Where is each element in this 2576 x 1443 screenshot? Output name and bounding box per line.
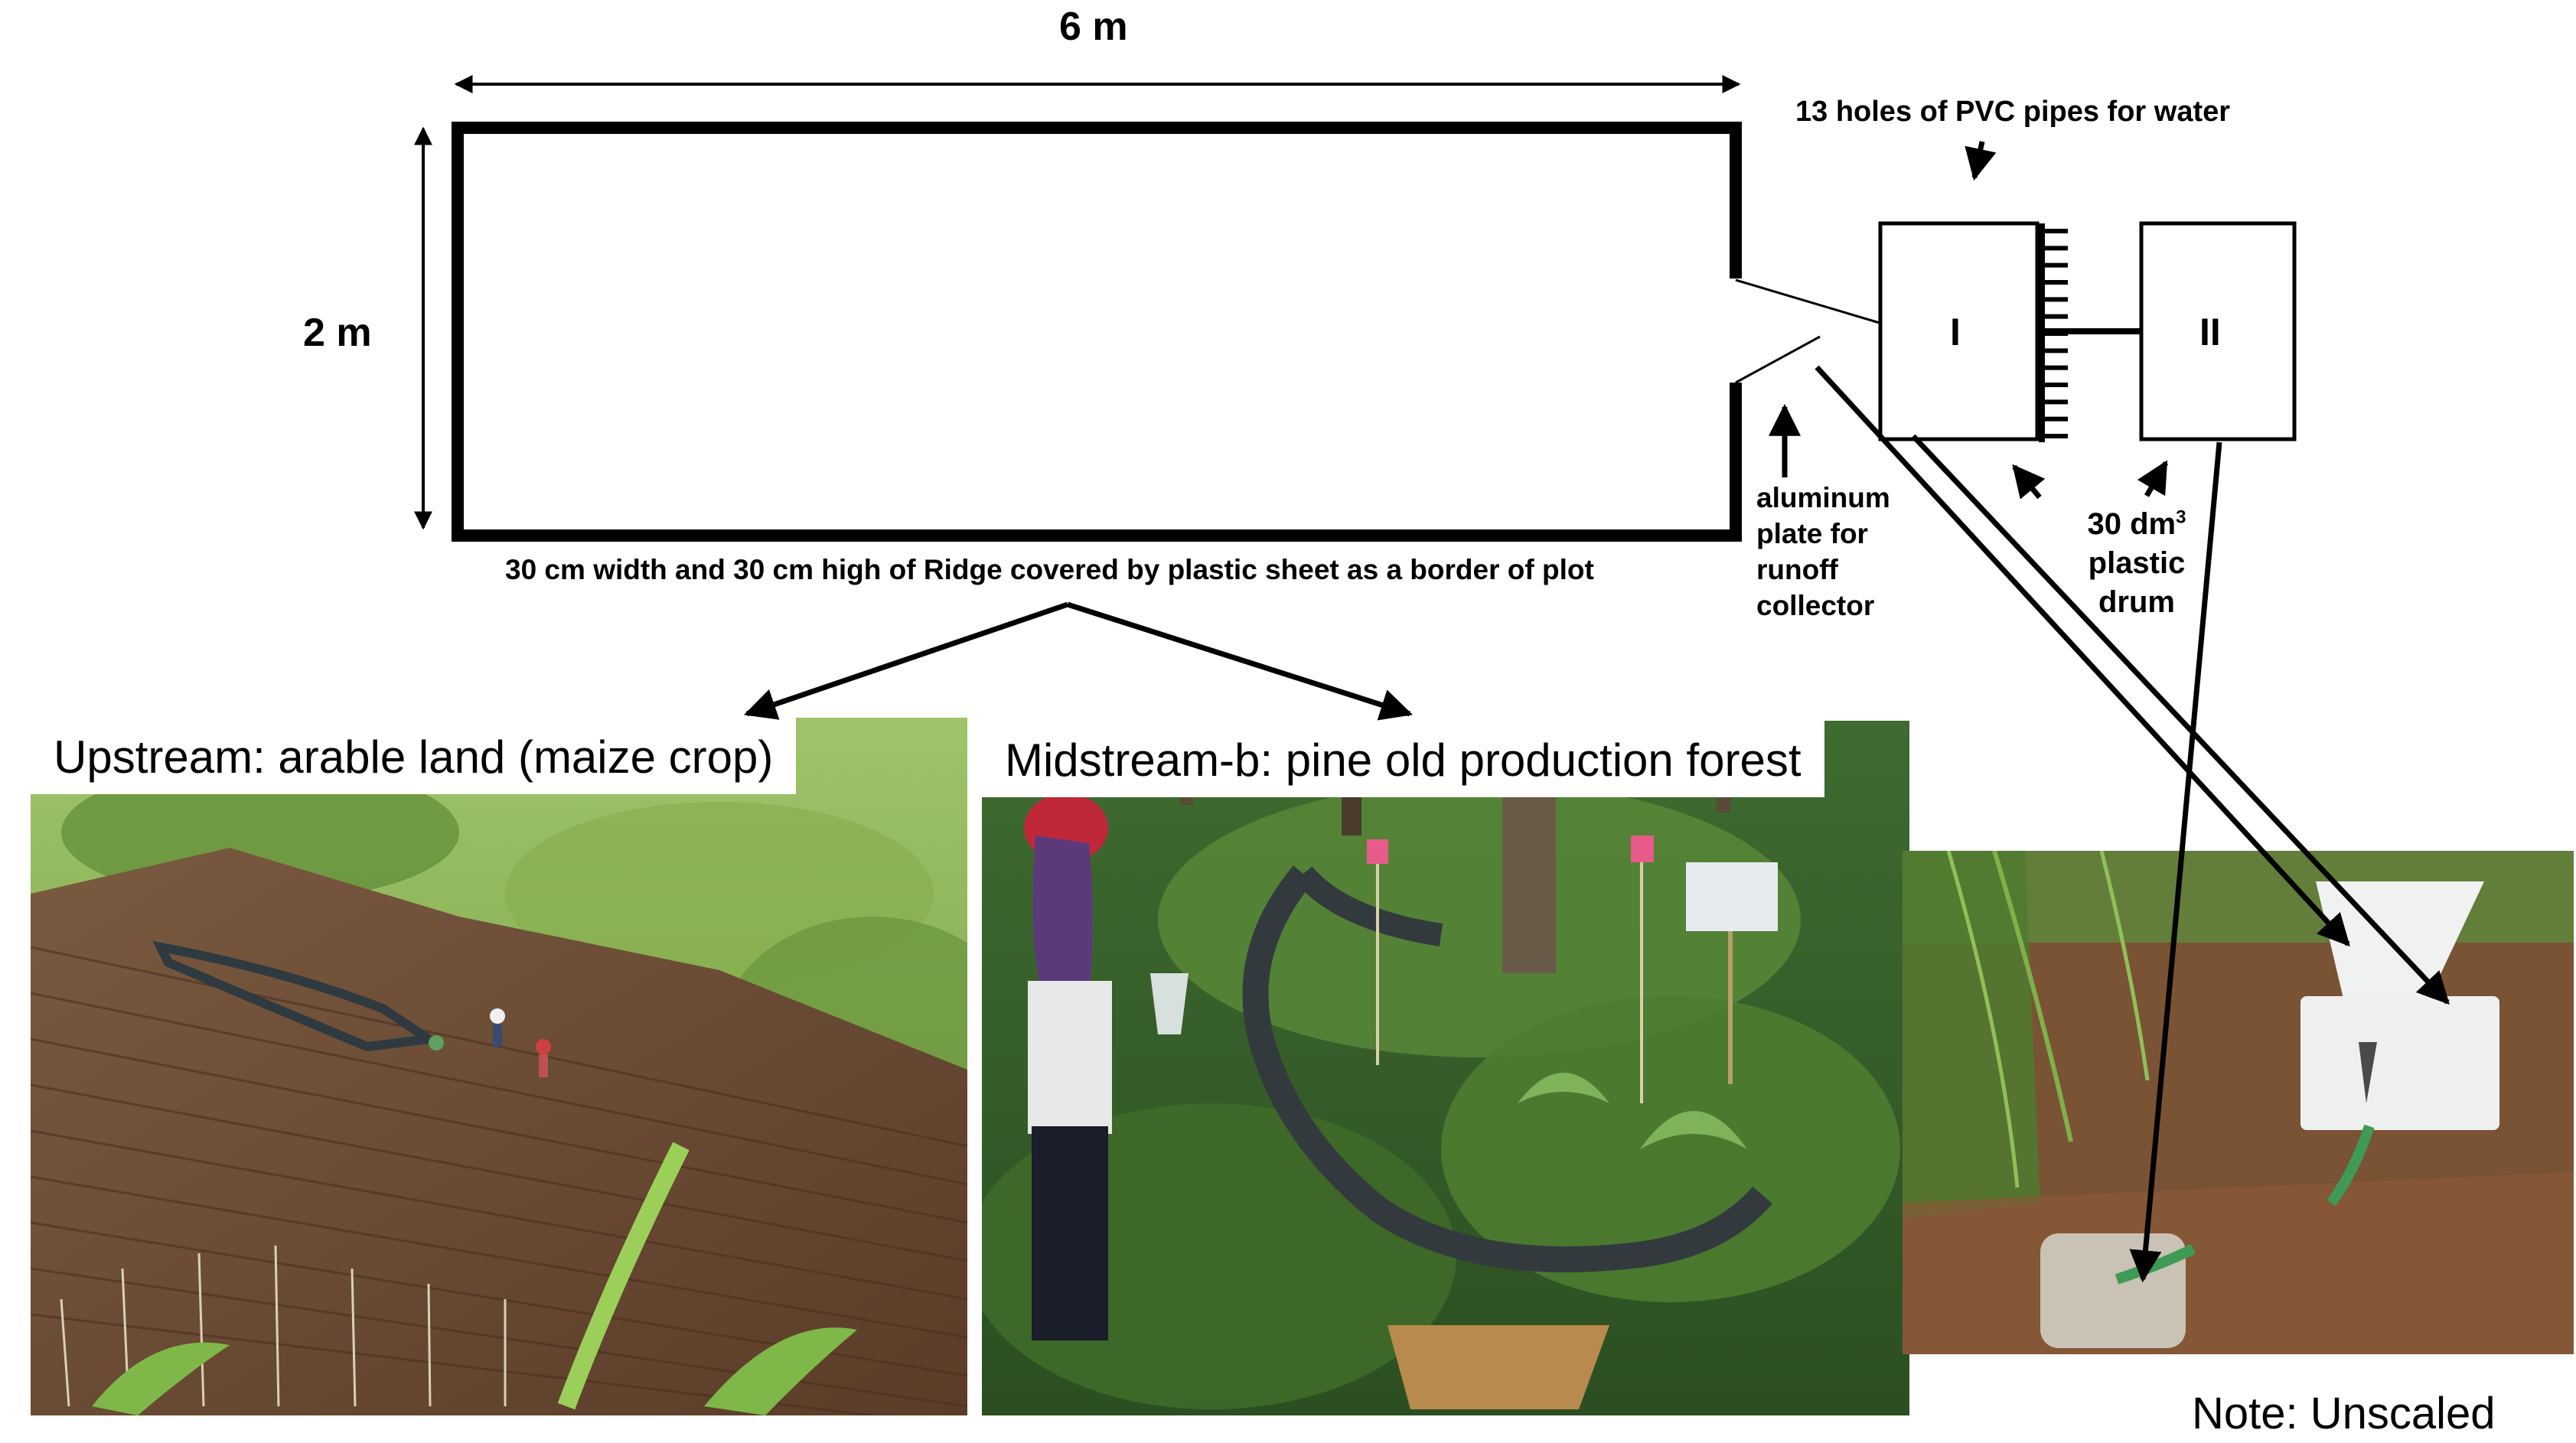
midstream-photo-illustration — [982, 721, 1909, 1415]
collector-photo — [1903, 851, 2574, 1354]
pvc-pointer-arrow — [1965, 141, 1997, 181]
drum-one-label: I — [1950, 311, 1961, 353]
midstream-photo: Midstream-b: pine old production forest — [982, 721, 1909, 1415]
drum-one-box — [1878, 221, 2040, 441]
funnel-top-edge — [1735, 279, 1880, 324]
pvc-pipes-label: 13 holes of PVC pipes for water — [1795, 96, 2231, 128]
width-label: 6 m — [1059, 5, 1128, 49]
drum-two-leader-line — [2129, 441, 2222, 1283]
unscaled-note: Note: Unscaled — [2192, 1389, 2496, 1438]
upstream-photo: Upstream: arable land (maize crop) — [31, 718, 967, 1415]
funnel-bottom-edge — [1735, 335, 1821, 384]
drum-two-label: II — [2199, 311, 2221, 353]
ridge-arrow-left — [744, 601, 1069, 720]
drum-volume-superscript: 3 — [2176, 507, 2186, 528]
drum-volume-text: 30 dm — [2087, 507, 2177, 541]
ridge-label: 30 cm width and 30 cm high of Ridge cove… — [505, 554, 1594, 585]
ridge-arrow-right — [1066, 601, 1414, 721]
midstream-caption: Midstream-b: pine old production forest — [982, 721, 1824, 797]
drum-two-pointer-arrow — [2137, 460, 2169, 497]
drum-type-text: plastic drum — [2088, 546, 2186, 619]
drum-one-leader-line-1 — [1815, 365, 2350, 947]
drum-two-box — [2139, 221, 2297, 441]
upstream-caption: Upstream: arable land (maize crop) — [31, 718, 797, 794]
collector-photo-illustration — [1903, 851, 2574, 1354]
plot-border — [452, 122, 1742, 542]
upstream-photo-illustration — [31, 718, 967, 1415]
drum-one-leader-line-2 — [1911, 434, 2450, 1005]
plastic-drum-label: 30 dm3 plastic drum — [2083, 505, 2190, 621]
height-label: 2 m — [303, 311, 372, 355]
drum-one-pointer-arrow — [2012, 464, 2046, 500]
aluminum-plate-label: aluminum plate for runoff collector — [1756, 482, 1890, 621]
